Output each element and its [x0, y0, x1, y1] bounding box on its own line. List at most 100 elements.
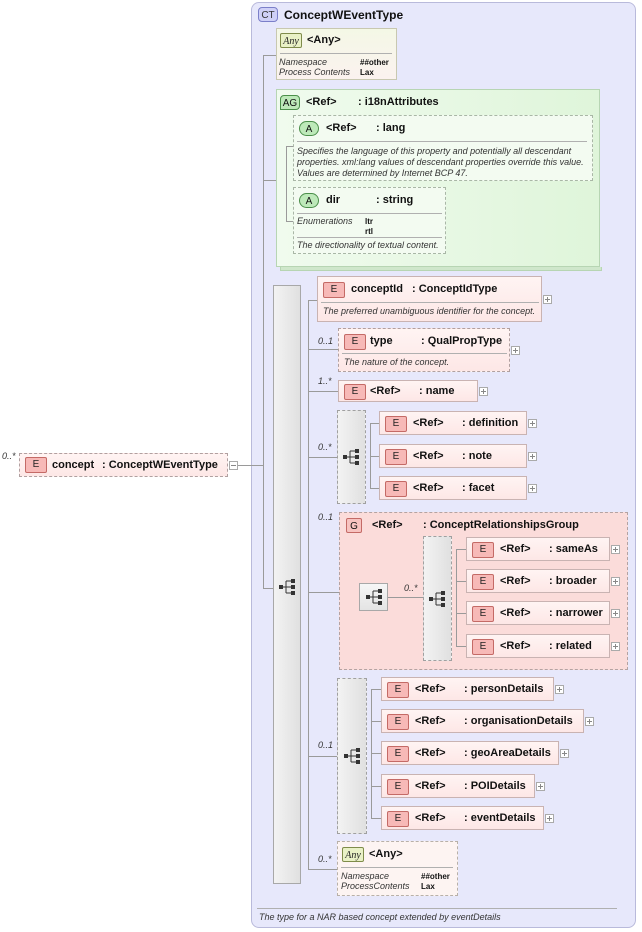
- attribute-dir[interactable]: A dir : string Enumerations ltr rtl The …: [293, 187, 446, 254]
- element-description: The nature of the concept.: [344, 357, 450, 367]
- element-ref: <Ref>: [413, 450, 444, 462]
- element-geoAreaDetails[interactable]: E <Ref> : geoAreaDetails: [381, 741, 559, 765]
- element-name: : related: [549, 640, 592, 652]
- connector: [308, 349, 339, 350]
- connector: [456, 613, 467, 614]
- connector: [308, 756, 338, 757]
- element-ref: <Ref>: [413, 482, 444, 494]
- element-name: : personDetails: [464, 683, 544, 695]
- element-badge: E: [472, 606, 494, 622]
- cardinality: 0..*: [318, 854, 332, 864]
- cardinality: 0..1: [318, 740, 334, 750]
- root-element-concept[interactable]: E concept : ConceptWEventType: [19, 453, 228, 477]
- element-badge: E: [387, 682, 409, 698]
- complex-type-description: The type for a NAR based concept extende…: [259, 912, 501, 922]
- element-name: : note: [462, 450, 492, 462]
- sequence-compositor[interactable]: [273, 285, 301, 884]
- connector: [286, 146, 287, 221]
- group-badge: G: [346, 518, 362, 533]
- element-sameAs[interactable]: E <Ref> : sameAs: [466, 537, 610, 561]
- footer-separator: [257, 908, 617, 909]
- expand-icon[interactable]: [545, 814, 554, 823]
- expand-icon[interactable]: [555, 685, 564, 694]
- element-badge: E: [323, 282, 345, 298]
- element-name-ref[interactable]: E <Ref> : name: [338, 380, 478, 402]
- separator: [297, 237, 442, 238]
- process-contents-label: ProcessContents: [341, 881, 410, 891]
- element-personDetails[interactable]: E <Ref> : personDetails: [381, 677, 554, 701]
- choice-icon: [343, 449, 359, 465]
- any-label: <Any>: [369, 848, 403, 860]
- choice-icon: [344, 748, 360, 764]
- expand-icon[interactable]: [611, 577, 620, 586]
- process-contents-value: Lax: [421, 882, 435, 891]
- separator: [341, 867, 453, 868]
- attribute-lang[interactable]: A <Ref> : lang Specifies the language of…: [293, 115, 593, 181]
- collapse-icon[interactable]: [229, 461, 238, 470]
- cardinality: 1..*: [318, 376, 332, 386]
- element-ref: <Ref>: [415, 683, 446, 695]
- element-badge: E: [387, 714, 409, 730]
- element-badge: E: [387, 811, 409, 827]
- attribute-badge: A: [299, 193, 319, 208]
- expand-icon[interactable]: [611, 609, 620, 618]
- element-eventDetails[interactable]: E <Ref> : eventDetails: [381, 806, 544, 830]
- expand-icon[interactable]: [528, 452, 537, 461]
- expand-icon[interactable]: [611, 545, 620, 554]
- element-ref: <Ref>: [500, 575, 531, 587]
- expand-icon[interactable]: [585, 717, 594, 726]
- element-type[interactable]: E type : QualPropType The nature of the …: [338, 328, 510, 372]
- connector: [263, 55, 264, 588]
- sequence-icon: [279, 579, 295, 595]
- element-related[interactable]: E <Ref> : related: [466, 634, 610, 658]
- sequence-icon: [366, 589, 382, 605]
- element-name: : definition: [462, 417, 519, 429]
- expand-icon[interactable]: [479, 387, 488, 396]
- element-broader[interactable]: E <Ref> : broader: [466, 569, 610, 593]
- element-narrower[interactable]: E <Ref> : narrower: [466, 601, 610, 625]
- any-element-box[interactable]: Any <Any> Namespace ##other Process Cont…: [276, 28, 397, 80]
- attribute-description: The directionality of textual content.: [297, 240, 439, 250]
- element-name: : sameAs: [549, 543, 598, 555]
- separator: [280, 53, 392, 54]
- connector: [308, 869, 338, 870]
- attribute-name: : lang: [376, 122, 406, 134]
- attribute-name: dir: [326, 194, 341, 206]
- attribute-group-name: : i18nAttributes: [358, 96, 439, 108]
- any-label: <Any>: [307, 34, 341, 46]
- any-element-box[interactable]: Any <Any> Namespace ##other ProcessConte…: [337, 841, 458, 896]
- cardinality: 0..*: [404, 583, 418, 593]
- connector: [456, 549, 467, 550]
- process-contents-label: Process Contents: [279, 67, 351, 77]
- attribute-group-ref: <Ref>: [306, 96, 337, 108]
- element-note[interactable]: E <Ref> : note: [379, 444, 527, 468]
- expand-icon[interactable]: [528, 419, 537, 428]
- group-sequence-compositor[interactable]: [359, 583, 388, 611]
- cardinality: 0..*: [318, 442, 332, 452]
- element-ref: <Ref>: [415, 747, 446, 759]
- element-organisationDetails[interactable]: E <Ref> : organisationDetails: [381, 709, 584, 733]
- expand-icon[interactable]: [536, 782, 545, 791]
- expand-icon[interactable]: [511, 346, 520, 355]
- expand-icon[interactable]: [528, 484, 537, 493]
- element-POIDetails[interactable]: E <Ref> : POIDetails: [381, 774, 535, 798]
- namespace-label: Namespace: [341, 871, 390, 881]
- expand-icon[interactable]: [560, 749, 569, 758]
- connector: [456, 646, 467, 647]
- element-conceptId[interactable]: E conceptId : ConceptIdType The preferre…: [317, 276, 542, 322]
- element-ref: <Ref>: [500, 543, 531, 555]
- expand-icon[interactable]: [611, 642, 620, 651]
- connector: [263, 588, 273, 589]
- element-badge: E: [385, 449, 407, 465]
- connector: [370, 488, 380, 489]
- element-badge: E: [472, 542, 494, 558]
- element-badge: E: [344, 384, 366, 400]
- element-type-name: : QualPropType: [421, 335, 503, 347]
- connector: [263, 55, 277, 56]
- element-name: : geoAreaDetails: [464, 747, 551, 759]
- element-facet[interactable]: E <Ref> : facet: [379, 476, 527, 500]
- element-definition[interactable]: E <Ref> : definition: [379, 411, 527, 435]
- expand-icon[interactable]: [543, 295, 552, 304]
- connector: [308, 300, 318, 301]
- connector: [370, 456, 380, 457]
